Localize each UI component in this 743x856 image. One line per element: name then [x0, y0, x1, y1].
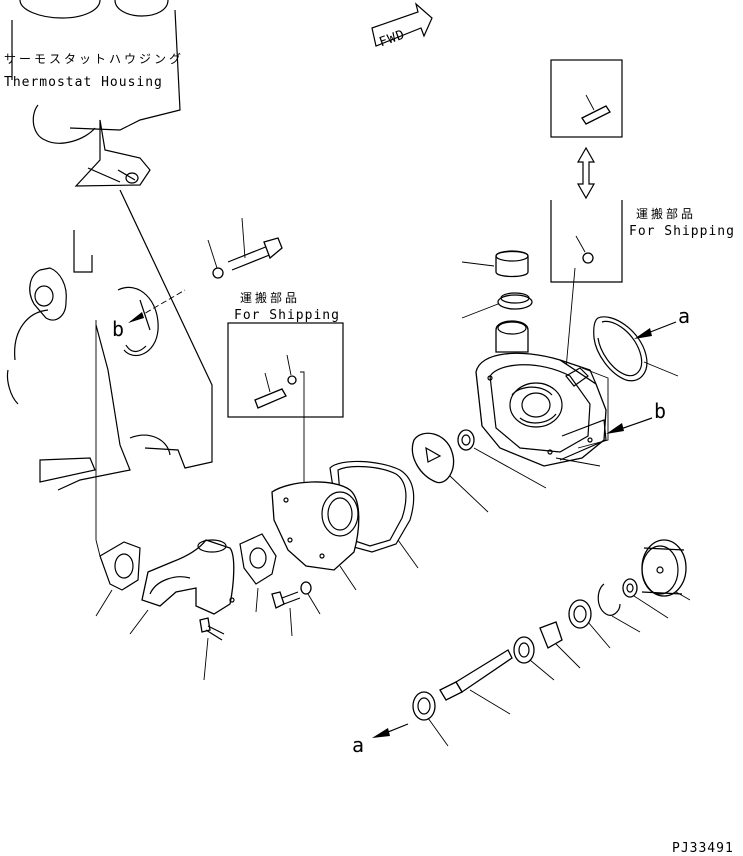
impeller [411, 432, 489, 513]
pump-body [475, 320, 607, 467]
bearing-right [568, 599, 611, 649]
drawing-number: PJ33491 [672, 841, 734, 856]
shipping-box-right [550, 200, 623, 381]
pulley [641, 539, 691, 601]
flange-gasket [95, 320, 141, 617]
elbow-pipe [129, 539, 235, 635]
long-bolt [227, 217, 283, 271]
gasket-large [329, 460, 419, 569]
fwd-arrow [371, 2, 433, 47]
ref-b-right-arrow [555, 367, 653, 467]
gear-nut [412, 691, 449, 747]
bearing-left [513, 636, 555, 681]
shipping-mid-jp: 運搬部品 [240, 290, 300, 305]
small-gasket [239, 533, 277, 613]
ref-b-right: b [654, 399, 666, 423]
double-arrow [576, 146, 596, 200]
ref-a-left: a [352, 733, 364, 757]
fwd-label: FWD [377, 27, 407, 50]
clamp [461, 292, 533, 319]
elbow-bolt [199, 617, 225, 681]
shipping-box-mid [227, 322, 344, 497]
shipping-box-top [550, 59, 623, 138]
ref-a-left-arrow [372, 723, 409, 738]
snap-ring [597, 583, 641, 633]
bushing [539, 621, 581, 669]
cover-plate [271, 481, 360, 591]
shipping-top-en: For Shipping [629, 224, 735, 239]
ref-a-right-arrow [634, 321, 677, 339]
thermostat-label-en: Thermostat Housing [4, 75, 163, 90]
seal [457, 429, 547, 489]
thermostat-housing [11, 0, 181, 187]
washer-small [207, 239, 224, 279]
o-ring [593, 316, 679, 382]
cover-bolt [271, 581, 321, 637]
engine-block [6, 189, 213, 491]
ref-b-left-arrow [128, 289, 186, 323]
ref-b-left: b [112, 317, 124, 341]
shipping-top-jp: 運搬部品 [636, 206, 696, 221]
thermostat-label-jp: サーモスタットハウジング [4, 52, 184, 66]
cap [461, 250, 529, 278]
shipping-mid-en: For Shipping [234, 308, 340, 323]
spacer [622, 578, 669, 619]
ref-a-right: a [678, 304, 690, 328]
shaft [439, 649, 513, 715]
